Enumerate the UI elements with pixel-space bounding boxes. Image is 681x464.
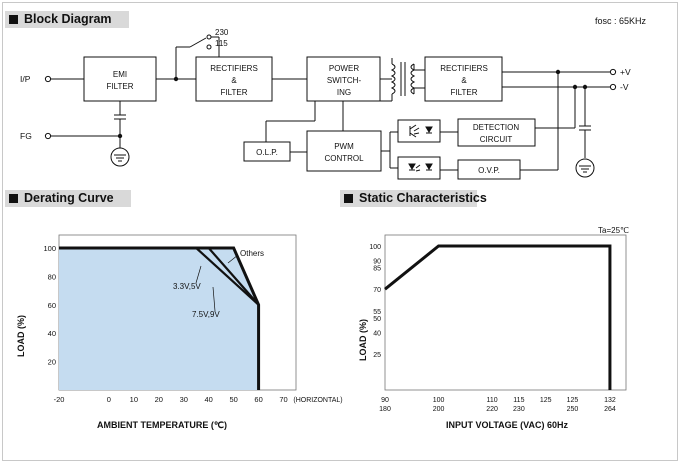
static-y-tick: 55 <box>373 309 381 316</box>
plot-frame <box>384 234 627 391</box>
power-switching-line1: POWER <box>329 64 359 73</box>
section-bullet-icon <box>9 15 18 24</box>
static-x-tick-top: 132 <box>604 397 616 404</box>
power-switching-line2: SWITCH- <box>327 76 362 85</box>
static-x-tick-top: 90 <box>381 397 389 404</box>
fg-label: FG <box>20 131 32 141</box>
detection-circuit-line1: DETECTION <box>473 123 519 132</box>
static-y-tick: 100 <box>369 244 381 251</box>
curve-label-3v3-5v: 3.3V,5V <box>173 282 201 291</box>
rectifier1-line2: & <box>231 76 237 85</box>
section-header-derating-curve: Derating Curve <box>5 190 131 207</box>
curve-label-others: Others <box>240 249 264 258</box>
derating-x-axis-label: AMBIENT TEMPERATURE (℃) <box>97 420 227 430</box>
rectifier1-line1: RECTIFIERS <box>210 64 258 73</box>
static-y-axis-label: LOAD (%) <box>358 319 368 361</box>
ovp-label: O.V.P. <box>478 166 500 175</box>
derating-x-tick: -20 <box>54 395 65 404</box>
derating-x-tick: 60 <box>254 395 262 404</box>
static-x-tick-bottom: 200 <box>433 406 445 413</box>
static-x-tick-bottom: 220 <box>486 406 498 413</box>
static-x-tick-bottom: 250 <box>567 406 579 413</box>
power-switching-line3: ING <box>337 88 351 97</box>
pwm-control-line2: CONTROL <box>324 154 364 163</box>
static-x-tick-top: 110 <box>487 397 498 404</box>
switch-230-label: 230 <box>215 28 229 37</box>
derating-series-2 <box>59 246 260 306</box>
rectifier2-line1: RECTIFIERS <box>440 64 488 73</box>
static-x-axis-label: INPUT VOLTAGE (VAC) 60Hz <box>446 420 569 430</box>
derating-y-axis-label: LOAD (%) <box>16 315 26 357</box>
static-y-tick: 85 <box>373 266 381 273</box>
static-y-tick: 90 <box>373 258 381 265</box>
static-y-tick: 70 <box>373 287 381 294</box>
section-bullet-icon <box>9 194 18 203</box>
derating-x-tick: 10 <box>130 395 138 404</box>
x-unit-note: (HORIZONTAL) <box>293 397 342 404</box>
section-bullet-icon <box>344 194 353 203</box>
static-x-tick-mid: 125 <box>540 397 552 404</box>
derating-area <box>59 248 259 390</box>
section-header-static-characteristics: Static Characteristics <box>340 190 487 207</box>
derating-x-tick: 70 <box>279 395 287 404</box>
static-series <box>384 244 612 390</box>
temperature-note: Ta=25℃ <box>598 226 629 235</box>
emi-filter-line2: FILTER <box>107 82 134 91</box>
olp-label: O.L.P. <box>256 148 278 157</box>
switch-115-label: 115 <box>215 39 228 48</box>
derating-y-tick: 80 <box>48 272 56 281</box>
section-title: Block Diagram <box>24 12 112 26</box>
static-y-tick: 50 <box>373 316 381 323</box>
derating-x-tick: 0 <box>107 395 111 404</box>
derating-x-tick: 30 <box>180 395 188 404</box>
derating-x-tick: 20 <box>155 395 163 404</box>
ip-label: I/P <box>20 74 31 84</box>
static-x-tick-top: 100 <box>433 397 445 404</box>
static-x-tick-bottom: 264 <box>604 406 616 413</box>
emi-filter-line1: EMI <box>113 70 127 79</box>
derating-y-tick: 20 <box>48 358 56 367</box>
rectifier1-line3: FILTER <box>221 88 248 97</box>
static-x-tick-bottom: 230 <box>513 406 525 413</box>
derating-y-tick: 40 <box>48 329 56 338</box>
rectifier2-line3: FILTER <box>451 88 478 97</box>
static-x-tick-mid: 115 <box>513 397 524 404</box>
section-title: Derating Curve <box>24 191 114 205</box>
curve-label-7v5-9v: 7.5V,9V <box>192 310 220 319</box>
fosc-label: fosc : 65KHz <box>595 16 647 26</box>
derating-x-tick: 40 <box>205 395 213 404</box>
detection-circuit-line2: CIRCUIT <box>480 135 513 144</box>
static-y-tick: 25 <box>373 352 381 359</box>
section-header-block-diagram: Block Diagram <box>5 11 129 28</box>
static-x-tick-top: 125 <box>567 397 579 404</box>
derating-y-tick: 60 <box>48 301 56 310</box>
static-x-tick-bottom: 180 <box>379 406 391 413</box>
output-positive-label: +V <box>620 67 631 77</box>
derating-y-tick: 100 <box>43 244 56 253</box>
output-negative-label: -V <box>620 82 629 92</box>
static-y-tick: 40 <box>373 330 381 337</box>
rectifier2-line2: & <box>461 76 467 85</box>
pwm-control-line1: PWM <box>334 142 354 151</box>
derating-x-tick: 50 <box>229 395 237 404</box>
section-title: Static Characteristics <box>359 191 487 205</box>
